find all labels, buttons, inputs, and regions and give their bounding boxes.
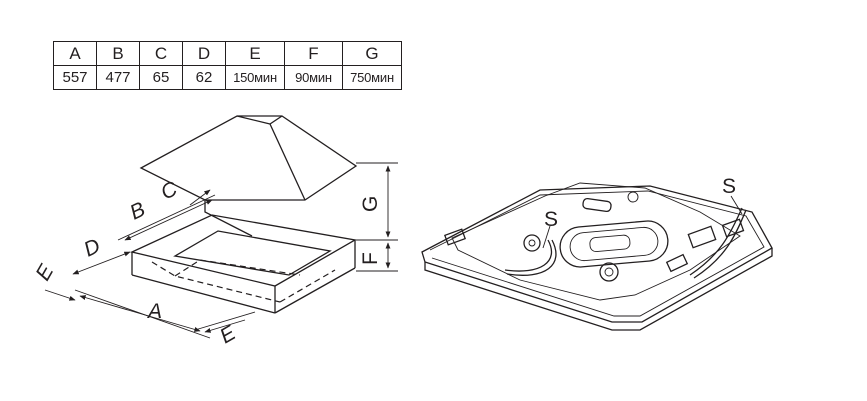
value-cell-g: 750мин	[342, 65, 402, 90]
value-cell-c: 65	[139, 65, 183, 90]
header-cell-a: A	[53, 41, 97, 66]
dimension-f: F	[356, 242, 398, 272]
label-a: A	[146, 300, 162, 323]
label-e-right: E	[216, 321, 240, 348]
label-s-right: S	[722, 175, 736, 198]
mounting-hole-left	[523, 234, 541, 252]
label-s-left: S	[544, 208, 558, 231]
header-cell-f: F	[284, 41, 343, 66]
dimension-g: G	[356, 162, 398, 241]
table-header-row: A B C D E F G	[53, 41, 402, 66]
label-g: G	[359, 196, 382, 212]
cable-right	[689, 207, 743, 276]
label-d: D	[80, 234, 103, 261]
cable-left	[504, 239, 553, 272]
header-cell-d: D	[182, 41, 226, 66]
value-cell-a: 557	[53, 65, 97, 90]
dimension-d: D	[72, 234, 131, 275]
hood-underside-diagram: S S	[421, 175, 773, 331]
label-e-left: E	[31, 260, 58, 284]
value-cell-f: 90мин	[284, 65, 343, 90]
duct-outlet	[559, 220, 669, 268]
value-cell-b: 477	[96, 65, 140, 90]
base-plate	[421, 185, 773, 323]
mounting-hole-center	[599, 262, 619, 282]
label-f: F	[359, 252, 382, 265]
value-cell-d: 62	[182, 65, 226, 90]
dimension-a: A	[74, 289, 211, 339]
hood-installation-diagram: A B C D E E	[31, 115, 398, 348]
label-b: B	[126, 198, 148, 225]
header-cell-g: G	[342, 41, 402, 66]
cutout-box	[130, 214, 357, 314]
dimension-e-left: E	[31, 260, 76, 301]
dimension-e-right: E	[194, 311, 256, 348]
top-slot	[582, 197, 612, 213]
table-value-row: 557 477 65 62 150мин 90мин 750мин	[53, 65, 402, 90]
label-c: C	[157, 177, 181, 205]
dimensions-table: A B C D E F G 557 477 65 62 150мин 90мин…	[53, 41, 402, 90]
